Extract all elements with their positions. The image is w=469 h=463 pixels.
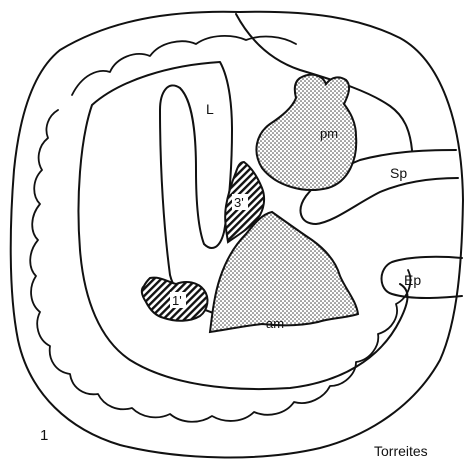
taxon-caption: Torreites bbox=[374, 443, 428, 459]
label-am: am bbox=[266, 316, 284, 331]
label-3-prime: 3' bbox=[234, 195, 244, 210]
label-1-prime: 1' bbox=[172, 293, 182, 308]
outer-wall-layer bbox=[30, 36, 410, 422]
ep-process-outline bbox=[382, 257, 463, 298]
label-L: L bbox=[206, 101, 214, 117]
pm-posterior-myophore bbox=[256, 75, 356, 190]
panel-number: 1 bbox=[40, 427, 48, 444]
label-pm: pm bbox=[320, 126, 338, 141]
label-Sp: Sp bbox=[390, 165, 407, 181]
label-Ep: Ep bbox=[404, 272, 421, 288]
